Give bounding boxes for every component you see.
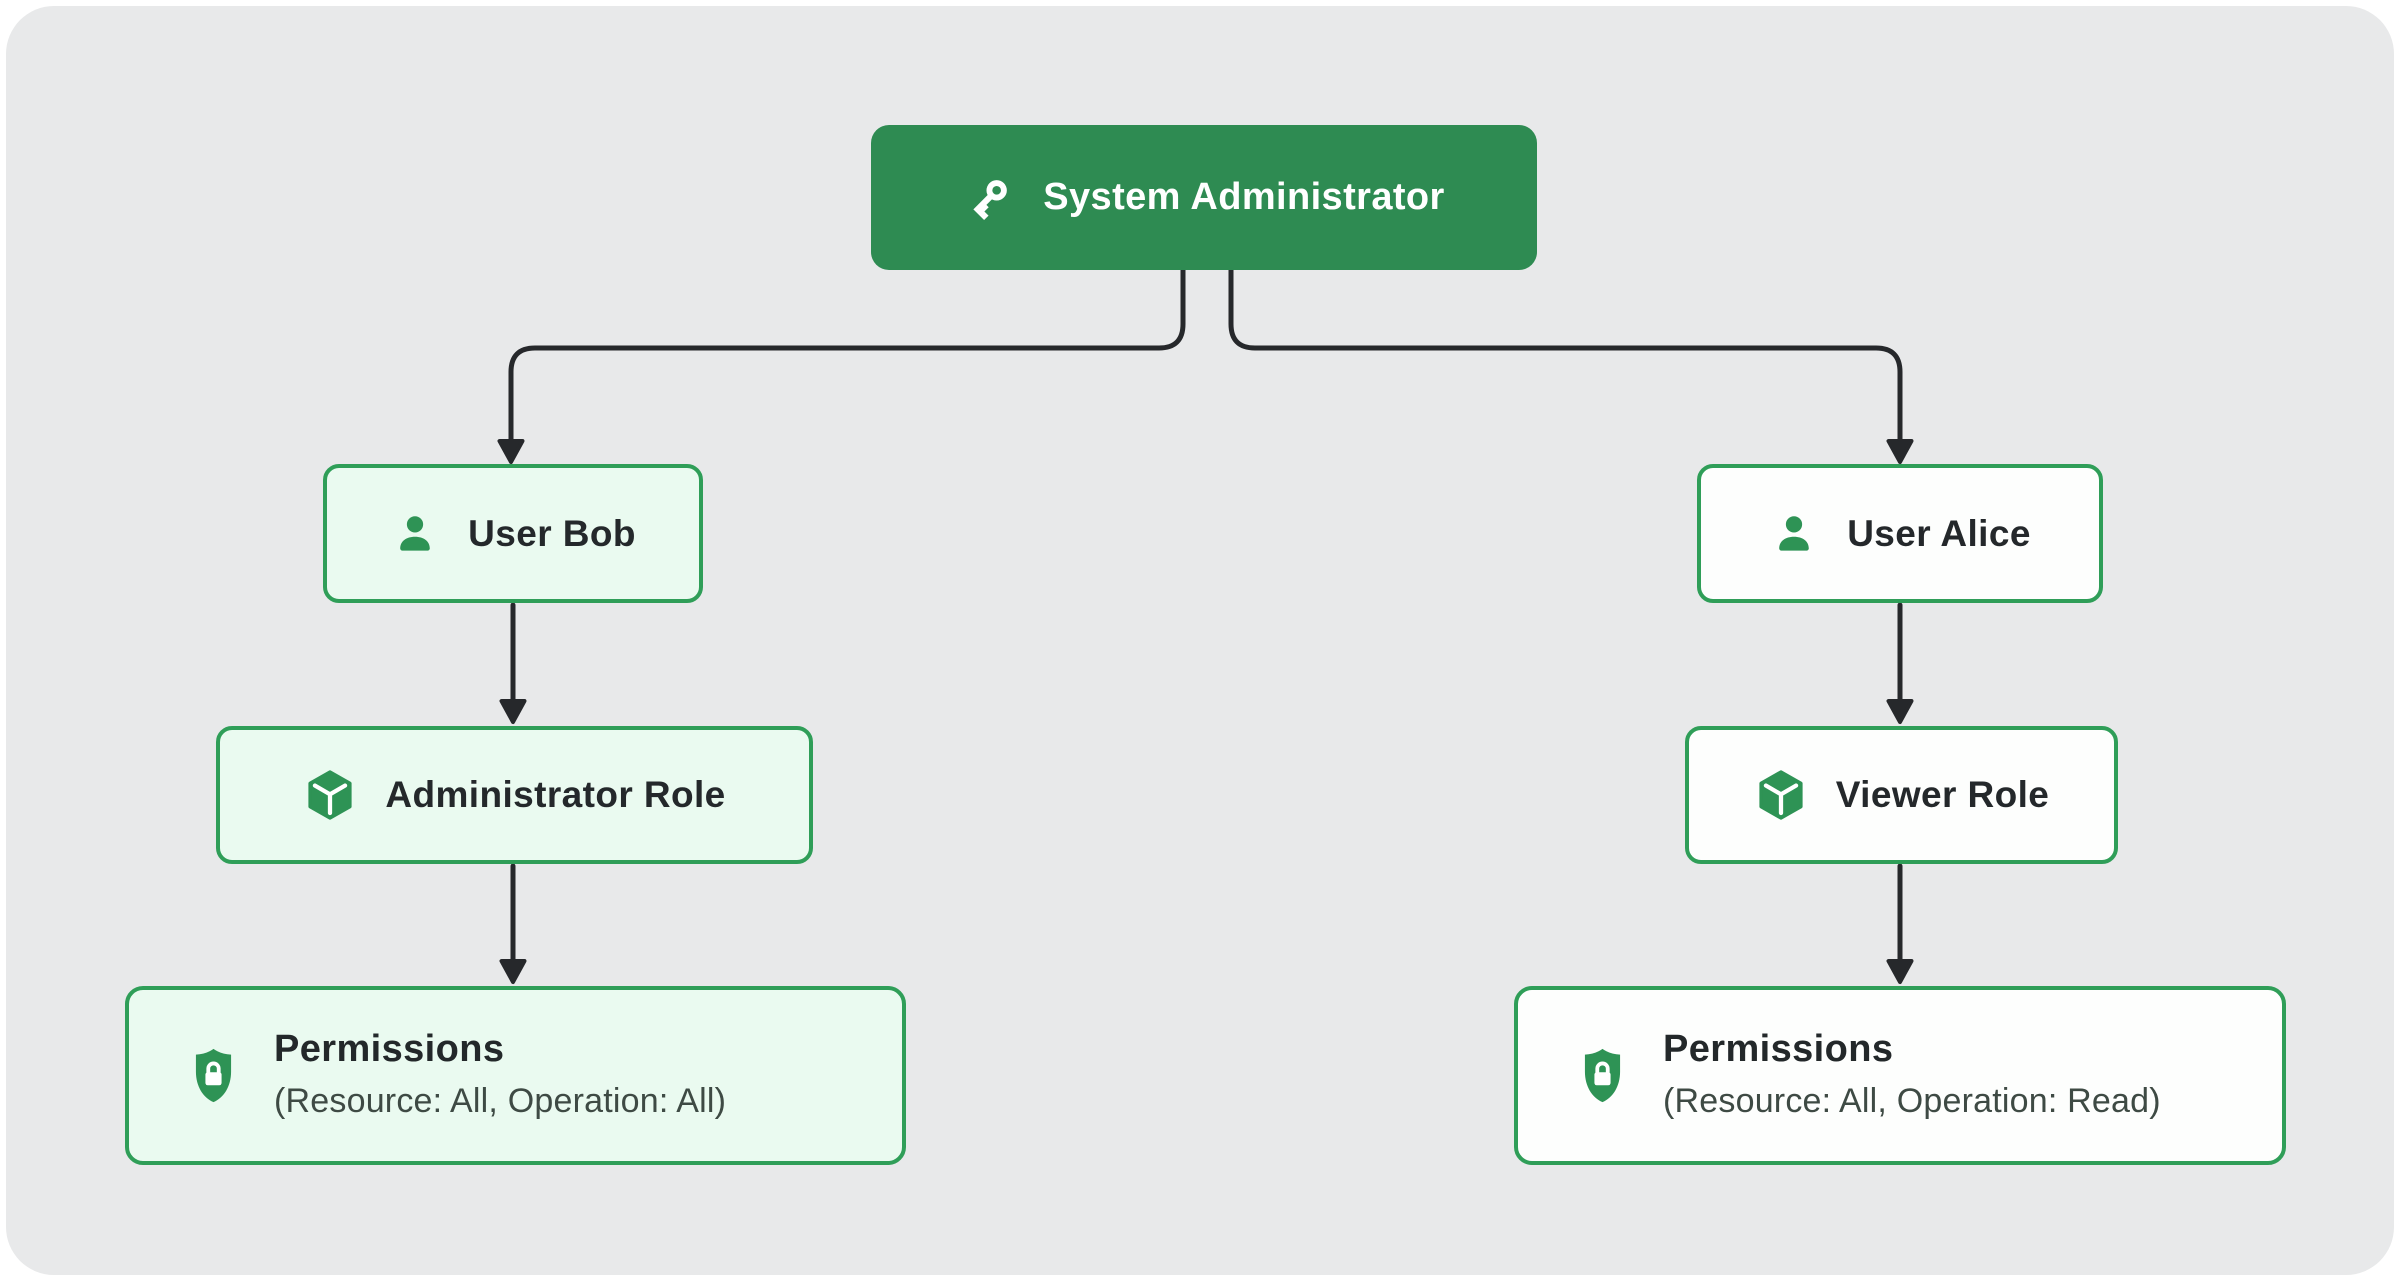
node-administrator-role: Administrator Role [216, 726, 813, 864]
node-label: System Administrator [1043, 176, 1445, 218]
edge-user-bob-to-admin-role [499, 602, 527, 724]
node-label: Viewer Role [1835, 774, 2050, 815]
diagram-canvas: System Administrator User Bob User Alice [6, 6, 2394, 1275]
arrowhead-icon [499, 959, 527, 984]
arrowhead-icon [499, 699, 527, 724]
edge-viewer-role-to-permissions [1886, 863, 1914, 984]
edge-sysadmin-to-user-bob [497, 266, 1186, 464]
node-system-administrator: System Administrator [871, 125, 1537, 270]
node-user-bob: User Bob [323, 464, 703, 603]
node-permissions-viewer: Permissions (Resource: All, Operation: R… [1514, 986, 2286, 1165]
node-label: Administrator Role [385, 774, 726, 815]
permissions-title: Permissions [274, 1027, 505, 1070]
arrowhead-icon [1886, 439, 1914, 464]
edge-sysadmin-to-user-alice [1228, 266, 1914, 464]
cube-icon [303, 768, 357, 822]
cube-icon [1754, 768, 1808, 822]
permissions-subtitle: (Resource: All, Operation: Read) [1663, 1082, 2161, 1121]
edge-admin-role-to-permissions [499, 863, 527, 984]
user-icon [390, 509, 440, 559]
permissions-subtitle: (Resource: All, Operation: All) [274, 1082, 727, 1121]
arrowhead-icon [497, 439, 525, 464]
node-viewer-role: Viewer Role [1685, 726, 2118, 864]
node-user-alice: User Alice [1697, 464, 2103, 603]
edge-user-alice-to-viewer-role [1886, 602, 1914, 724]
arrowhead-icon [1886, 699, 1914, 724]
node-permissions-admin: Permissions (Resource: All, Operation: A… [125, 986, 906, 1165]
node-label: User Alice [1847, 512, 2031, 554]
shield-lock-icon [1574, 1045, 1631, 1107]
node-label: User Bob [468, 512, 636, 554]
permissions-title: Permissions [1663, 1027, 1894, 1070]
shield-lock-icon [185, 1045, 242, 1107]
key-icon [963, 172, 1015, 224]
arrowhead-icon [1886, 959, 1914, 984]
user-icon [1769, 509, 1819, 559]
